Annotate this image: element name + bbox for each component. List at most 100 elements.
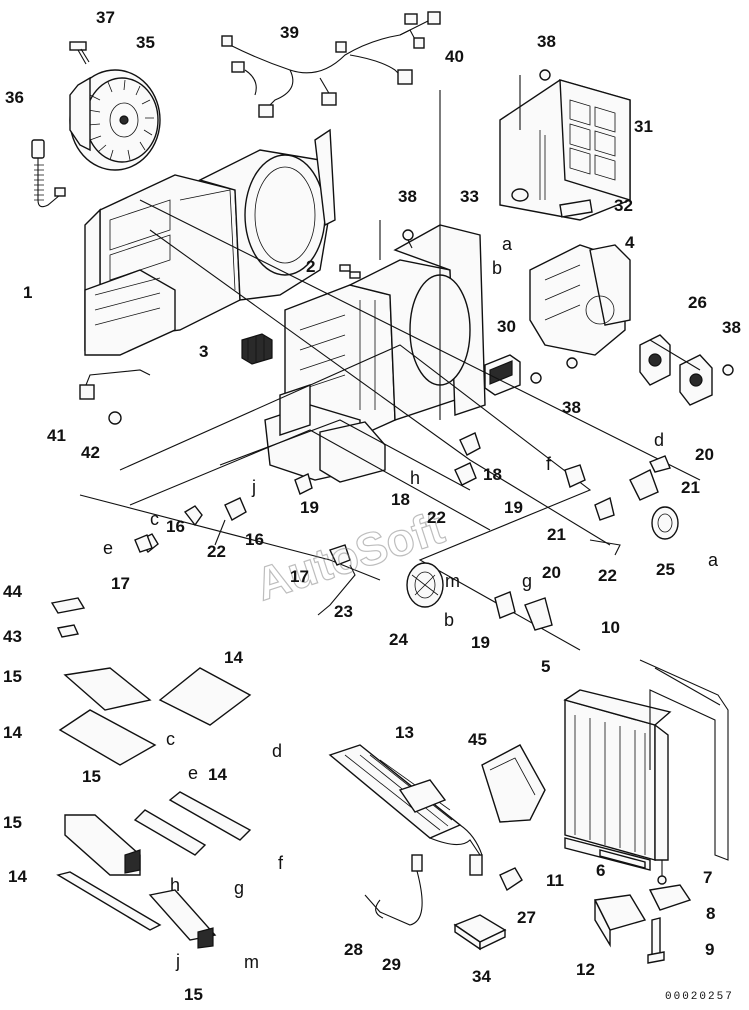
screw-37-icon [69, 41, 90, 65]
bolt-9-icon [647, 917, 665, 964]
callout-14-a: 14 [224, 648, 243, 667]
callout-21-top: 21 [681, 478, 700, 497]
callout-34: 34 [472, 967, 491, 986]
duct-45-icon [481, 744, 546, 823]
callout-13: 13 [395, 723, 414, 742]
callout-39: 39 [280, 23, 299, 42]
door-panels-icon [56, 667, 252, 949]
callout-8: 8 [706, 904, 715, 923]
callout-12: 12 [576, 960, 595, 979]
ref-letter-e-1: e [103, 538, 113, 558]
ref-letter-b-1: b [492, 258, 502, 278]
callout-16-left: 16 [166, 517, 185, 536]
ref-letter-h-2: h [170, 875, 180, 895]
callout-43: 43 [3, 627, 22, 646]
clip-17-icon [134, 534, 153, 553]
callout-14-c: 14 [208, 765, 227, 784]
callout-6: 6 [596, 861, 605, 880]
lever-clips-icon [138, 432, 671, 631]
screw-42-icon [108, 411, 122, 425]
damper-gear-25-icon [651, 506, 679, 540]
callout-9: 9 [705, 940, 714, 959]
ref-letter-c-2: c [166, 729, 175, 749]
evaporator-5-icon [563, 689, 672, 861]
callout-42: 42 [81, 443, 100, 462]
callout-17-left: 17 [111, 574, 130, 593]
pad-44-icon [50, 597, 86, 614]
callout-40: 40 [445, 47, 464, 66]
callout-31: 31 [634, 117, 653, 136]
callout-32: 32 [614, 196, 633, 215]
connector-3-icon [241, 333, 273, 365]
callout-41: 41 [47, 426, 66, 445]
callout-26: 26 [688, 293, 707, 312]
callout-16-right: 16 [245, 530, 264, 549]
callout-15-d: 15 [184, 985, 203, 1004]
wiring-harness-39-icon [221, 11, 441, 118]
callout-23: 23 [334, 602, 353, 621]
callout-11: 11 [546, 871, 564, 890]
seal-6-icon [599, 849, 646, 869]
sensor-41-icon [79, 369, 151, 400]
callout-2: 2 [306, 257, 315, 276]
callout-24: 24 [389, 630, 408, 649]
sensor-harness-36-icon [31, 139, 66, 208]
ref-letter-b-2: b [444, 610, 454, 630]
callout-45: 45 [468, 730, 487, 749]
callout-18-mid: 18 [391, 490, 410, 509]
callout-28: 28 [344, 940, 363, 959]
ref-letter-h-1: h [410, 468, 420, 488]
callout-44: 44 [3, 582, 22, 601]
callout-17-mid: 17 [290, 567, 309, 586]
callout-22-left: 22 [207, 542, 226, 561]
callout-22-right: 22 [598, 566, 617, 585]
ref-letter-g-2: g [234, 878, 244, 898]
heater-core-13-icon [328, 744, 483, 876]
callout-36: 36 [5, 88, 24, 107]
mode-actuator-4-icon [529, 244, 631, 356]
ref-letter-e-2: e [188, 763, 198, 783]
callout-37: 37 [96, 8, 115, 27]
block-8-icon [648, 884, 692, 911]
callout-14-b: 14 [3, 723, 22, 742]
callout-15-a: 15 [3, 667, 22, 686]
screw-38-icon [402, 69, 734, 384]
callout-20-top: 20 [695, 445, 714, 464]
damper-gear-24-icon [406, 562, 444, 608]
callout-35: 35 [136, 33, 155, 52]
valve-7-icon [657, 860, 667, 885]
callout-15-c: 15 [3, 813, 22, 832]
ref-letter-m-1: m [445, 571, 460, 591]
ref-letter-g-1: g [522, 571, 532, 591]
callout-22-mid: 22 [427, 508, 446, 527]
ref-letter-f-1: f [546, 454, 552, 474]
heater-unit-housing-2-icon [264, 224, 486, 483]
filter-box-31-icon [499, 79, 631, 221]
frame-10-icon [639, 659, 729, 861]
ref-letter-a-1: a [502, 234, 513, 254]
linkage-lines [79, 75, 701, 651]
servo-motor-26-icon [639, 334, 713, 406]
callout-14-d: 14 [8, 867, 27, 886]
ref-letter-d-2: d [272, 741, 282, 761]
callout-30: 30 [497, 317, 516, 336]
callout-19-low: 19 [471, 633, 490, 652]
ref-letter-j-1: j [251, 477, 256, 497]
callout-1: 1 [23, 283, 32, 302]
blower-housing-1-icon [84, 128, 336, 356]
callout-38-right: 38 [722, 318, 741, 337]
callout-21-mid: 21 [547, 525, 566, 544]
callout-19-right: 19 [504, 498, 523, 517]
callout-18-right: 18 [483, 465, 502, 484]
callout-10: 10 [601, 618, 620, 637]
blower-fan-35-icon [69, 69, 161, 171]
callout-38-mid: 38 [398, 187, 417, 206]
callout-33: 33 [460, 187, 479, 206]
clip-28-icon [375, 899, 384, 919]
callout-3: 3 [199, 342, 208, 361]
ref-letter-c-1: c [150, 509, 159, 529]
callout-20-low: 20 [542, 563, 561, 582]
drawing-code: 00020257 [665, 991, 734, 1003]
ref-letter-j-2: j [175, 951, 180, 971]
